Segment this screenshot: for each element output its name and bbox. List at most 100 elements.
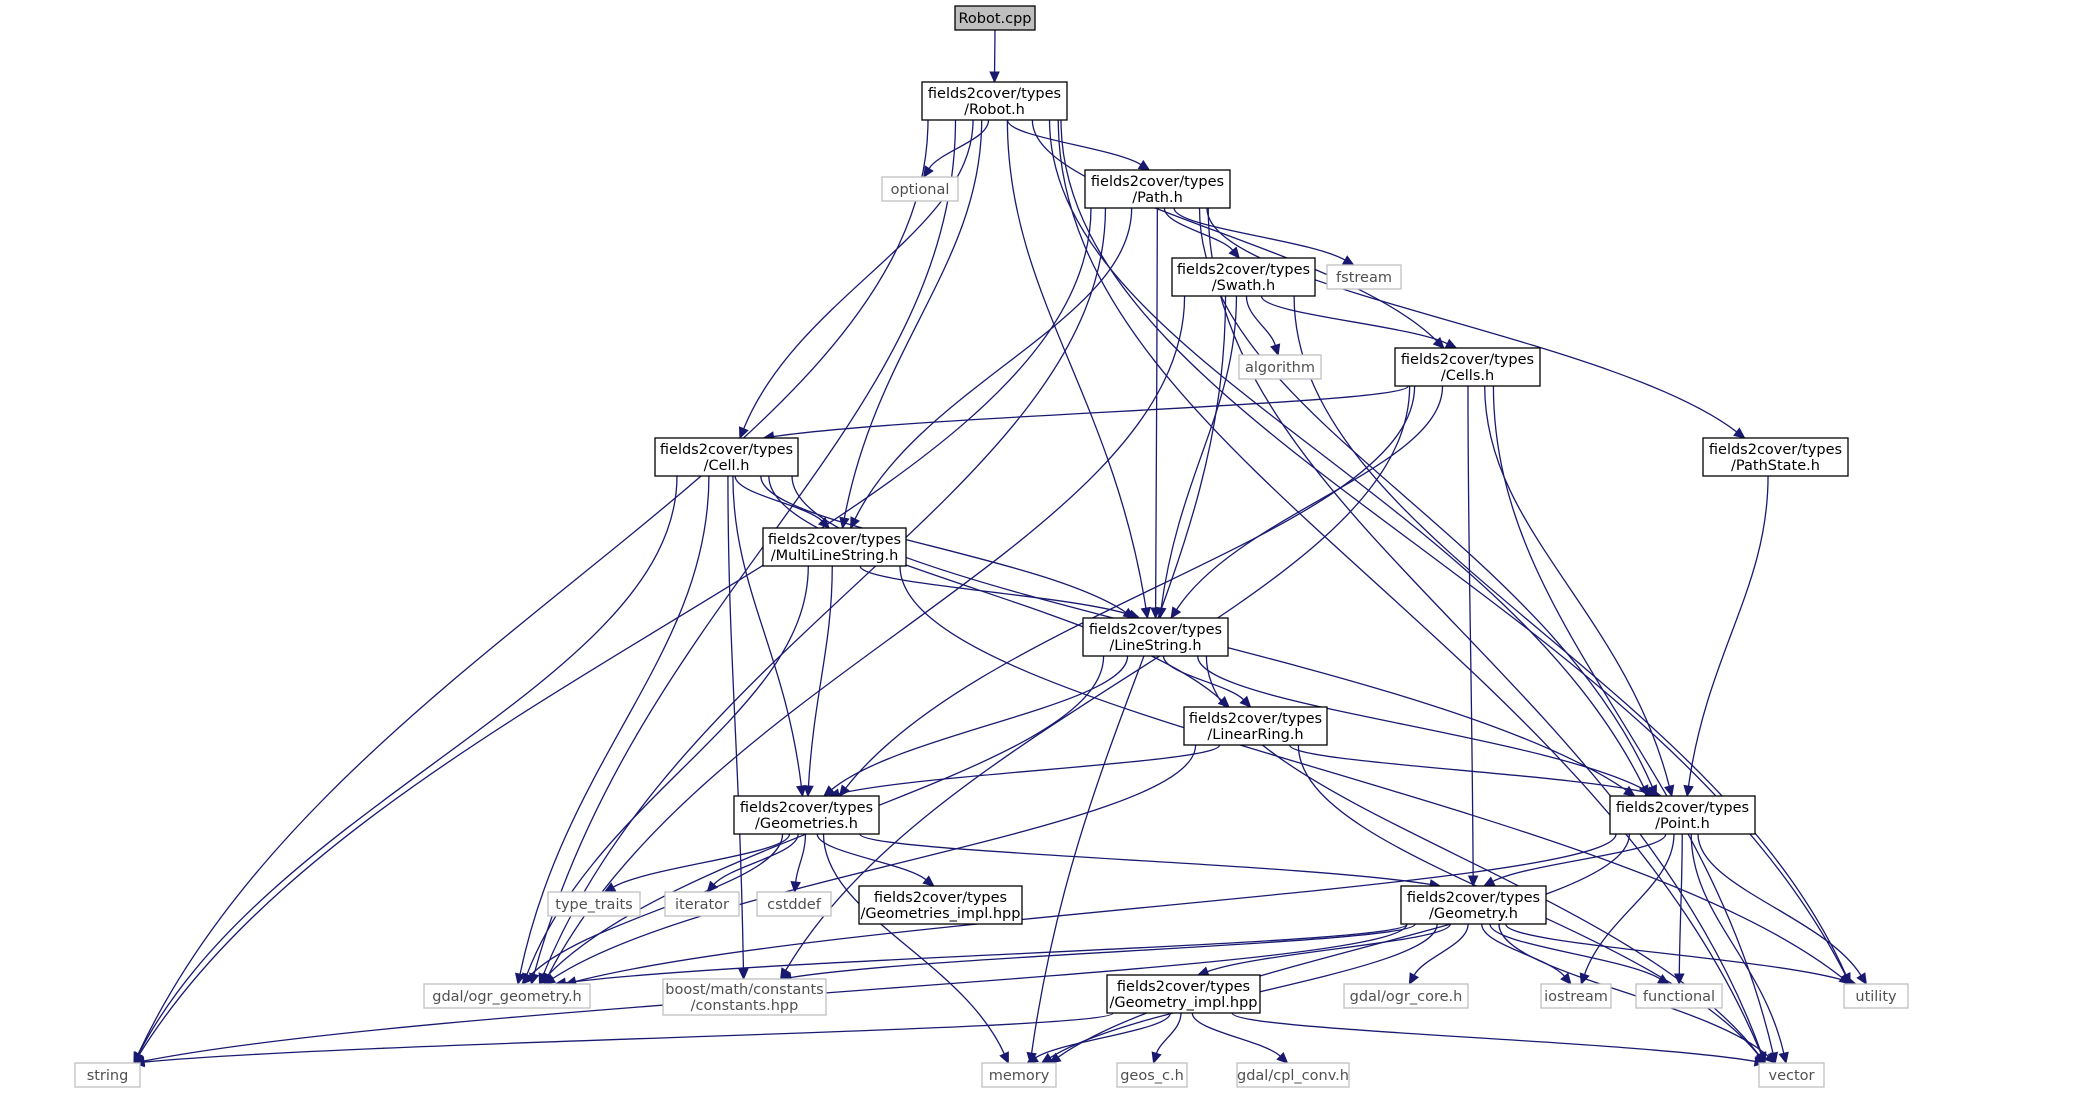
node-swath_h[interactable]: fields2cover/types/Swath.h xyxy=(1171,257,1316,297)
edge-multilinestring_h-to-utility xyxy=(899,565,1843,979)
arrowhead-cells_h-to-geometry_h xyxy=(1467,875,1479,888)
edge-robot_h-to-cells_h xyxy=(1031,119,1438,342)
node-box-cell_h xyxy=(654,437,799,477)
arrowhead-point_h-to-utility xyxy=(1856,972,1867,986)
edges-layer xyxy=(132,29,1867,1068)
edge-swath_h-to-utility xyxy=(1293,295,1847,976)
arrowhead-geometry_impl-to-geos_c xyxy=(1151,1051,1162,1065)
node-box-iterator xyxy=(664,891,740,917)
node-label-iostream-0: iostream xyxy=(1544,989,1608,1005)
arrowhead-point_h-to-geometry_h xyxy=(1482,876,1496,887)
edge-point_h-to-ogr_geometry xyxy=(575,833,1617,983)
edge-geometry_impl-to-cpl_conv xyxy=(1191,1012,1281,1057)
arrowhead-point_h-to-functional xyxy=(1674,973,1685,986)
arrowhead-geometry_h-to-ogr_core xyxy=(1408,972,1420,986)
node-geometry_impl[interactable]: fields2cover/types/Geometry_impl.hpp xyxy=(1106,974,1261,1014)
node-label-robot_cpp-0: Robot.cpp xyxy=(958,11,1031,27)
node-cell_h[interactable]: fields2cover/types/Cell.h xyxy=(654,437,799,477)
edge-multilinestring_h-to-geometries_h xyxy=(807,565,833,787)
edge-robot_h-to-utility xyxy=(1060,119,1847,976)
edge-pathstate_h-to-point_h xyxy=(1687,475,1769,787)
node-geometries_h[interactable]: fields2cover/types/Geometries.h xyxy=(733,795,880,835)
edge-cell_h-to-geometries_h xyxy=(732,475,802,787)
node-label-cells_h-1: /Cells.h xyxy=(1441,368,1494,384)
edge-geometries_h-to-type_traits xyxy=(613,833,791,888)
node-cells_h[interactable]: fields2cover/types/Cells.h xyxy=(1394,347,1541,387)
node-geometries_impl[interactable]: fields2cover/types/Geometries_impl.hpp xyxy=(858,885,1023,925)
node-robot_cpp[interactable]: Robot.cpp xyxy=(954,5,1036,31)
node-box-point_h xyxy=(1609,795,1756,835)
node-label-point_h-1: /Point.h xyxy=(1655,816,1710,832)
edge-swath_h-to-linestring_h xyxy=(1160,295,1238,609)
arrowhead-point_h-to-memory xyxy=(1049,1052,1062,1064)
arrowhead-robot_cpp-to-robot_h xyxy=(989,71,1000,84)
edge-linestring_h-to-linearring_h xyxy=(1162,655,1245,701)
edge-path_h-to-swath_h xyxy=(1163,207,1234,251)
node-label-cstddef-0: cstddef xyxy=(767,897,822,913)
edge-cell_h-to-ogr_geometry xyxy=(519,475,710,975)
node-cstddef: cstddef xyxy=(756,891,832,917)
node-pathstate_h[interactable]: fields2cover/types/PathState.h xyxy=(1702,437,1849,477)
edge-robot_h-to-linestring_h xyxy=(1006,119,1147,609)
node-label-linestring_h-0: fields2cover/types xyxy=(1089,622,1222,638)
edge-cells_h-to-geometries_h xyxy=(845,385,1416,789)
node-label-cell_h-1: /Cell.h xyxy=(704,458,750,474)
node-label-pathstate_h-1: /PathState.h xyxy=(1731,458,1820,474)
node-box-geometries_impl xyxy=(858,885,1023,925)
arrowhead-linestring_h-to-ogr_geometry xyxy=(538,972,551,985)
node-label-geometry_impl-1: /Geometry_impl.hpp xyxy=(1109,995,1257,1011)
node-label-multilinestring_h-1: /MultiLineString.h xyxy=(771,548,899,564)
node-type_traits: type_traits xyxy=(547,891,641,917)
node-label-boost_constants-1: /constants.hpp xyxy=(691,998,799,1014)
node-box-ogr_geometry xyxy=(423,983,591,1009)
node-ogr_core: gdal/ogr_core.h xyxy=(1343,983,1469,1009)
node-box-geos_c xyxy=(1116,1062,1188,1088)
node-multilinestring_h[interactable]: fields2cover/types/MultiLineString.h xyxy=(762,527,907,567)
edge-cells_h-to-geometry_h xyxy=(1467,385,1474,877)
edge-cell_h-to-linearring_h xyxy=(768,475,1223,701)
edge-cells_h-to-linestring_h xyxy=(1176,385,1444,610)
arrowhead-robot_h-to-linestring_h xyxy=(1140,606,1152,620)
node-label-path_h-1: /Path.h xyxy=(1132,190,1183,206)
node-cpl_conv: gdal/cpl_conv.h xyxy=(1236,1062,1350,1088)
node-box-memory xyxy=(981,1062,1057,1088)
node-robot_h[interactable]: fields2cover/types/Robot.h xyxy=(921,81,1068,121)
arrowhead-geometries_h-to-memory xyxy=(999,1051,1009,1065)
node-linestring_h[interactable]: fields2cover/types/LineString.h xyxy=(1082,617,1229,657)
edge-geometries_h-to-iterator xyxy=(713,833,799,885)
node-box-fstream xyxy=(1326,264,1402,290)
node-label-geometries_impl-0: fields2cover/types xyxy=(874,890,1007,906)
nodes-layer: Robot.cppfields2cover/types/Robot.hoptio… xyxy=(74,5,1909,1088)
node-label-path_h-0: fields2cover/types xyxy=(1091,174,1224,190)
edge-linestring_h-to-point_h xyxy=(1197,655,1648,792)
node-point_h[interactable]: fields2cover/types/Point.h xyxy=(1609,795,1756,835)
arrowhead-multilinestring_h-to-geometries_h xyxy=(803,785,814,798)
node-string: string xyxy=(74,1062,141,1088)
node-algorithm: algorithm xyxy=(1238,354,1322,380)
node-box-functional xyxy=(1635,983,1723,1009)
node-label-geometry_h-1: /Geometry.h xyxy=(1429,906,1518,922)
arrowhead-point_h-to-vector xyxy=(1778,1051,1789,1065)
edge-geometry_h-to-geometry_impl xyxy=(1207,923,1451,973)
edge-geometries_h-to-geometry_h xyxy=(859,833,1431,886)
node-label-multilinestring_h-0: fields2cover/types xyxy=(768,532,901,548)
node-path_h[interactable]: fields2cover/types/Path.h xyxy=(1084,169,1231,209)
edge-robot_h-to-multilinestring_h xyxy=(843,119,983,519)
node-fstream: fstream xyxy=(1326,264,1402,290)
edge-cell_h-to-string xyxy=(137,475,678,1055)
node-box-geometries_h xyxy=(733,795,880,835)
edge-robot_h-to-cell_h xyxy=(743,119,974,429)
edge-robot_h-to-optional xyxy=(928,119,990,169)
arrowhead-geometries_h-to-geometries_impl xyxy=(922,875,935,887)
node-linearring_h[interactable]: fields2cover/types/LinearRing.h xyxy=(1183,706,1328,746)
edge-path_h-to-fstream xyxy=(1173,207,1346,261)
node-geometry_h[interactable]: fields2cover/types/Geometry.h xyxy=(1400,885,1547,925)
edge-geometry_h-to-ogr_geometry xyxy=(565,923,1408,984)
node-box-linearring_h xyxy=(1183,706,1328,746)
arrowhead-cell_h-to-point_h xyxy=(1623,785,1636,797)
arrowhead-geometries_h-to-cstddef xyxy=(790,881,801,894)
node-box-linestring_h xyxy=(1082,617,1229,657)
edge-point_h-to-functional xyxy=(1678,833,1683,975)
arrowhead-robot_h-to-cell_h xyxy=(738,426,749,440)
